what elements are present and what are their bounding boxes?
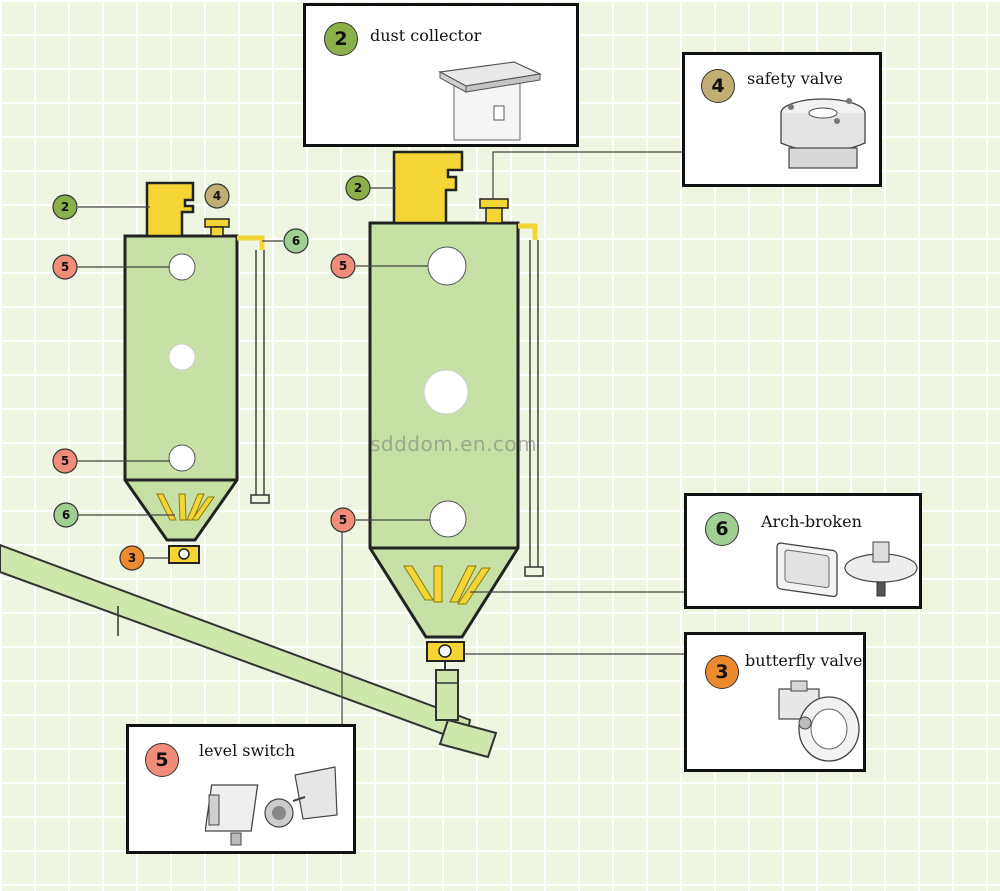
callout-badge-dust-collector: 2 bbox=[324, 22, 358, 56]
badge-small-level-top: 5 bbox=[52, 254, 78, 280]
badge-big-dust: 2 bbox=[345, 175, 371, 201]
callout-badge-arch-broken: 6 bbox=[705, 512, 739, 546]
svg-text:2: 2 bbox=[61, 200, 69, 214]
svg-text:6: 6 bbox=[62, 508, 70, 522]
callout-butterfly-valve: 3 butterfly valve bbox=[684, 632, 866, 772]
arch-breaker-illustration bbox=[776, 541, 918, 598]
small-level-switch-top bbox=[168, 253, 196, 281]
callout-title-butterfly-valve: butterfly valve bbox=[745, 651, 863, 670]
large-silo bbox=[368, 150, 544, 721]
badge-small-arch-top: 6 bbox=[283, 228, 309, 254]
large-arch-breakers bbox=[403, 565, 491, 605]
callout-title-level-switch: level switch bbox=[199, 741, 296, 760]
screw-conveyor-pipe bbox=[0, 543, 498, 759]
large-level-switch-top bbox=[427, 246, 467, 286]
small-silo bbox=[123, 181, 270, 564]
small-dust-collector bbox=[145, 181, 195, 238]
callout-title-arch-broken: Arch-broken bbox=[761, 512, 862, 531]
svg-text:2: 2 bbox=[354, 181, 362, 195]
callout-level-switch: 5 level switch bbox=[126, 724, 356, 854]
callout-badge-butterfly-valve: 3 bbox=[705, 655, 739, 689]
badge-small-butterfly: 3 bbox=[119, 545, 145, 571]
svg-text:6: 6 bbox=[292, 234, 300, 248]
svg-text:5: 5 bbox=[61, 260, 69, 274]
safety-valve-illustration bbox=[780, 98, 866, 169]
dust-collector-illustration bbox=[438, 61, 543, 141]
badge-big-level-bottom: 5 bbox=[330, 507, 356, 533]
level-switch-illustration bbox=[205, 766, 338, 846]
callout-dust-collector: 2 dust collector bbox=[303, 3, 579, 147]
svg-text:3: 3 bbox=[128, 551, 136, 565]
callout-title-dust-collector: dust collector bbox=[370, 26, 482, 45]
watermark: sdddom.en.com bbox=[370, 432, 538, 456]
callout-badge-safety-valve: 4 bbox=[701, 69, 735, 103]
callout-arch-broken: 6 Arch-broken bbox=[684, 493, 922, 609]
svg-text:5: 5 bbox=[61, 454, 69, 468]
leader-lines bbox=[77, 151, 684, 724]
callout-safety-valve: 4 safety valve bbox=[682, 52, 882, 187]
svg-text:5: 5 bbox=[339, 259, 347, 273]
callout-badge-level-switch: 5 bbox=[145, 743, 179, 777]
svg-text:4: 4 bbox=[213, 189, 221, 203]
badge-big-level-top: 5 bbox=[330, 253, 356, 279]
small-level-switch-bottom bbox=[168, 444, 196, 472]
badge-small-level-bottom: 5 bbox=[52, 448, 78, 474]
badge-small-dust: 2 bbox=[52, 194, 78, 220]
small-arch-breakers bbox=[156, 493, 215, 521]
large-dust-collector bbox=[392, 150, 464, 225]
large-level-switch-bottom bbox=[429, 500, 467, 538]
large-safety-valve bbox=[479, 198, 509, 209]
svg-text:5: 5 bbox=[339, 513, 347, 527]
small-safety-valve bbox=[204, 218, 230, 228]
butterfly-valve-illustration bbox=[778, 680, 860, 762]
callout-title-safety-valve: safety valve bbox=[747, 69, 843, 88]
badge-small-safety: 4 bbox=[204, 183, 230, 209]
badge-small-arch-bottom: 6 bbox=[53, 502, 79, 528]
